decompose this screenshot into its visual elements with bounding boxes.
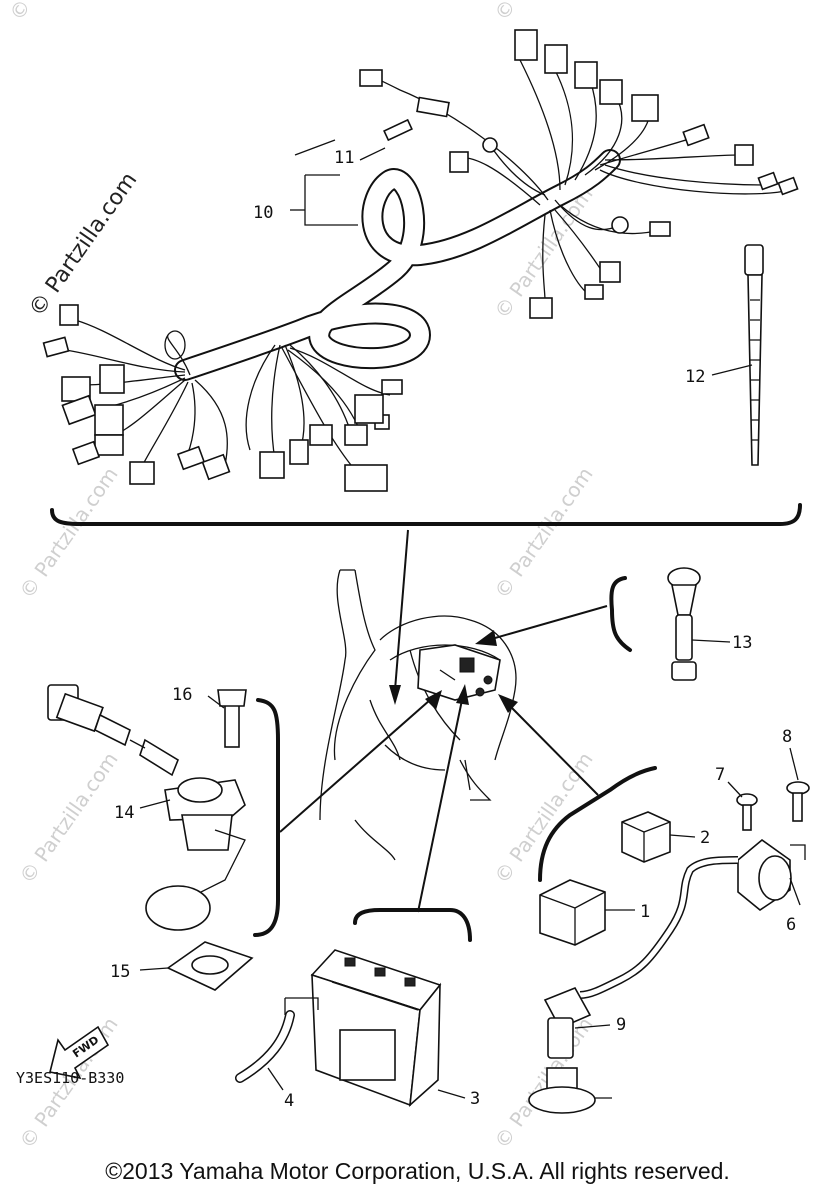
part-5-coil-drawing	[579, 838, 806, 999]
callout-2: 2	[700, 828, 710, 848]
battery-bracket	[353, 908, 472, 942]
relay-bracket	[538, 766, 657, 882]
cable-band-drawing	[744, 244, 764, 466]
callout-14: 14	[114, 803, 134, 823]
bracket-13	[609, 576, 632, 652]
callout-7: 8	[782, 727, 792, 747]
harness-connectors	[42, 29, 799, 492]
watermark-text: © Partzilla.com	[14, 463, 122, 603]
watermark-text: © Partzilla.com	[489, 0, 597, 25]
part-9-drawing	[528, 1067, 596, 1114]
callout-5: 6	[786, 915, 796, 935]
fuse-shape	[383, 118, 413, 142]
watermark-text: © Partzilla.com	[14, 748, 122, 888]
part-2-drawing	[621, 811, 671, 863]
part-13-drawing	[667, 567, 701, 681]
diagram-code: Y3ES110-B330	[16, 1069, 124, 1087]
callout-13: 13	[732, 633, 752, 653]
part-1-drawing	[539, 879, 606, 946]
watermark-text: © Partzilla.com	[489, 463, 597, 603]
wire-harness-drawing	[42, 29, 799, 492]
callout-15: 15	[110, 962, 130, 982]
part-15-drawing	[166, 941, 254, 991]
bracket-14	[253, 698, 280, 937]
callout-6: 7	[715, 765, 725, 785]
callout-16: 16	[172, 685, 192, 705]
part-4-tube-drawing	[235, 997, 319, 1083]
watermark-layer: © Partzilla.com © Partzilla.com © Partzi…	[4, 0, 597, 1153]
callout-10: 10	[253, 203, 273, 223]
callout-12: 12	[685, 367, 705, 387]
callout-1: 1	[640, 902, 650, 922]
watermark-text: © Partzilla.com	[489, 1013, 597, 1153]
callout-4: 4	[284, 1091, 294, 1111]
watermark-text: © Partzilla.com	[489, 748, 597, 888]
callout-labels: 11 10 12 13 16 14 15 2 1 7 8 6 9 3 4	[110, 148, 796, 1111]
callout-3: 3	[470, 1089, 480, 1109]
part-7-drawing	[786, 781, 810, 822]
watermark-main: © Partzilla.com	[24, 168, 142, 321]
part-3-battery-drawing	[310, 949, 442, 1107]
watermark-text: © Partzilla.com	[4, 0, 112, 25]
part-14-drawing	[47, 684, 247, 931]
callout-11: 11	[334, 148, 354, 168]
scooter-frame-drawing	[319, 569, 517, 861]
part-6-drawing	[736, 793, 758, 831]
part-8-drawing	[543, 986, 592, 1059]
harness-bracket	[50, 503, 802, 526]
copyright-notice: ©2013 Yamaha Motor Corporation, U.S.A. A…	[105, 1158, 730, 1184]
callout-8: 9	[616, 1015, 626, 1035]
